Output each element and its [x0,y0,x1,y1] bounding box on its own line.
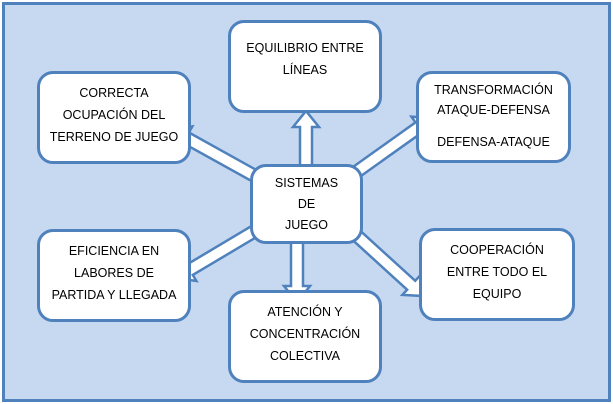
node-text [419,120,568,132]
node-top-left: CORRECTA OCUPACIÓN DEL TERRENO DE JUEGO [37,71,191,164]
node-top: EQUILIBRIO ENTRE LÍNEAS [228,20,382,113]
node-text: PARTIDA Y LLEGADA [51,288,177,302]
node-text: EQUIPO [472,287,522,301]
node-text: ATAQUE-DEFENSA [437,103,550,117]
node-text: DE [297,197,316,211]
node-text: DEFENSA-ATAQUE [437,135,550,149]
node-text: EQUILIBRIO ENTRE [246,41,364,55]
node-text: LABORES DE [74,266,154,280]
node-text: TRANSFORMACIÓN [434,83,553,97]
node-text: OCUPACIÓN DEL [62,108,166,122]
node-text: ATENCIÓN Y [267,305,343,319]
node-text: SISTEMAS [274,176,339,190]
node-text: CONCENTRACIÓN [249,327,361,341]
node-text: JUEGO [284,218,329,232]
node-top-right: TRANSFORMACIÓN ATAQUE-DEFENSA DEFENSA-AT… [416,71,571,163]
node-bottom-left: EFICIENCIA EN LABORES DE PARTIDA Y LLEGA… [37,229,191,322]
node-center: SISTEMAS DE JUEGO [250,164,363,244]
node-text: LÍNEAS [282,63,328,77]
node-text: ENTRE TODO EL [446,265,548,279]
node-bottom-right: COOPERACIÓN ENTRE TODO EL EQUIPO [419,228,575,321]
node-bottom: ATENCIÓN Y CONCENTRACIÓN COLECTIVA [228,290,382,383]
node-text: COLECTIVA [270,349,340,363]
node-text: TERRENO DE JUEGO [49,130,179,144]
node-text: CORRECTA [79,86,149,100]
node-text: EFICIENCIA EN [68,244,160,258]
node-text: COOPERACIÓN [450,243,544,257]
